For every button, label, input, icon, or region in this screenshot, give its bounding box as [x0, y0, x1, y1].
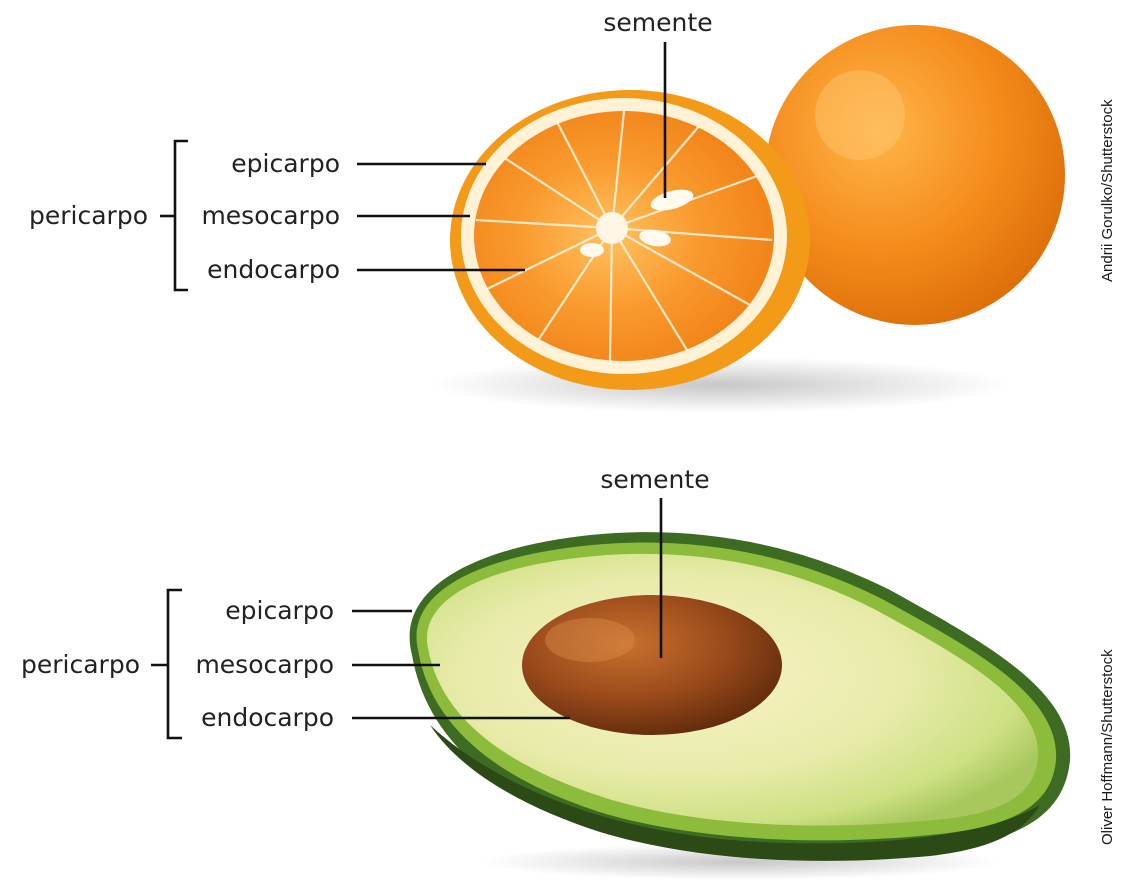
- avocado-pit: [522, 595, 782, 735]
- avocado-epicarp-label: epicarpo: [225, 596, 334, 625]
- orange-photo-credit: Andrii Gorulko/Shutterstock: [1099, 99, 1116, 282]
- orange-seed-label: semente: [603, 8, 712, 37]
- avocado-illustration: [410, 532, 1071, 880]
- orange-seed: [580, 243, 604, 257]
- orange-pericarp-bracket: [175, 141, 188, 290]
- orange-core: [596, 212, 628, 244]
- avocado-seed-label: semente: [600, 465, 709, 494]
- avocado-pit-highlight: [545, 618, 635, 662]
- orange-illustration: [430, 25, 1065, 413]
- avocado-photo-credit: Oliver Hoffmann/Shutterstock: [1099, 649, 1116, 845]
- orange-epicarp-label: epicarpo: [231, 149, 340, 178]
- avocado-pericarp-label: pericarpo: [21, 650, 140, 679]
- avocado-pericarp-bracket: [168, 590, 182, 738]
- orange-endocarp-label: endocarpo: [207, 255, 340, 284]
- whole-orange: [765, 25, 1065, 325]
- whole-orange-highlight: [815, 70, 905, 160]
- orange-mesocarp-label: mesocarpo: [201, 201, 340, 230]
- avocado-endocarp-label: endocarpo: [201, 703, 334, 732]
- avocado-mesocarp-label: mesocarpo: [195, 650, 334, 679]
- orange-pericarp-label: pericarpo: [29, 201, 148, 230]
